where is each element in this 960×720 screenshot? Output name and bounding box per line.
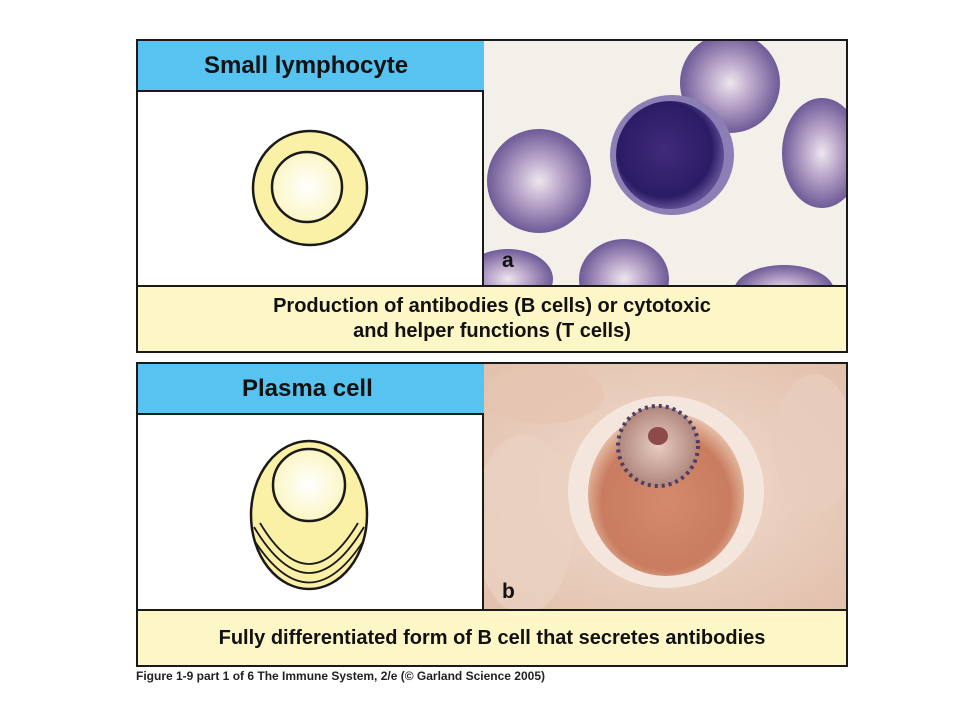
surrounding-tissue: [484, 364, 604, 424]
panel-label: b: [502, 580, 515, 603]
diagram-column: Plasma cell: [138, 364, 484, 609]
diagram-column: Small lymphocyte: [138, 41, 484, 285]
panel-plasma-cell: Plasma cell: [136, 362, 848, 667]
figure-credit: Figure 1-9 part 1 of 6 The Immune System…: [136, 669, 545, 683]
surrounding-tissue: [484, 434, 574, 609]
panel-title: Plasma cell: [138, 364, 484, 415]
panel-title: Small lymphocyte: [138, 41, 484, 92]
red-blood-cell: [735, 265, 833, 285]
lymphocyte-cell-drawing: [251, 129, 369, 247]
panel-caption: Fully differentiated form of B cell that…: [138, 609, 846, 665]
panel-small-lymphocyte: Small lymphocyte: [136, 39, 848, 353]
lymphocyte-diagram: [138, 92, 484, 290]
plasma-cell-nucleus: [616, 404, 700, 488]
cell-nucleus: [271, 447, 347, 523]
panel-label: a: [502, 249, 514, 272]
plasma-cell-micrograph: b: [484, 364, 846, 609]
red-blood-cell: [782, 98, 846, 208]
nucleolus: [648, 427, 668, 445]
cell-nucleus: [270, 150, 344, 224]
lymphocyte-nucleus: [616, 101, 724, 209]
red-blood-cell: [579, 239, 669, 285]
micrograph-image: [484, 41, 846, 285]
lymphocyte-micrograph: a: [484, 41, 846, 285]
micrograph-image: [484, 364, 846, 609]
caption-text: Production of antibodies (B cells) or cy…: [273, 295, 711, 342]
caption-text: Fully differentiated form of B cell that…: [218, 626, 766, 649]
red-blood-cell: [487, 129, 591, 233]
plasma-cell-diagram: [138, 415, 484, 614]
red-blood-cell: [484, 249, 553, 285]
surrounding-tissue: [774, 374, 846, 514]
panel-caption: Production of antibodies (B cells) or cy…: [138, 285, 846, 351]
plasma-cell-drawing: [249, 439, 369, 591]
